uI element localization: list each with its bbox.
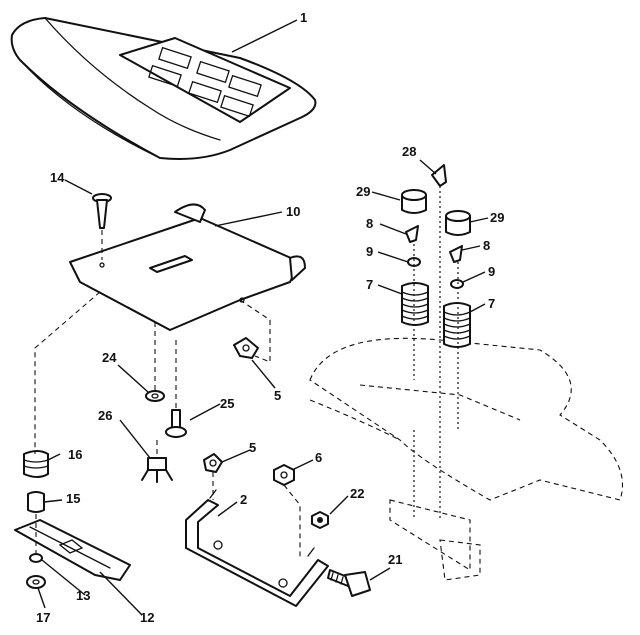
spring-7-left [401, 282, 429, 326]
spring-7-right [443, 302, 471, 348]
callout-2: 2 [240, 492, 247, 507]
callout-8-right: 8 [483, 238, 490, 253]
callout-13: 13 [76, 588, 90, 603]
pin-8-left [405, 225, 419, 243]
seat-pin [92, 193, 112, 229]
spring-16 [23, 450, 49, 478]
tractor-fender-outline [309, 337, 624, 581]
callout-22: 22 [350, 486, 364, 501]
callout-15: 15 [66, 491, 80, 506]
bushing-15 [27, 491, 45, 513]
seat-grip-pad [119, 37, 291, 123]
callout-14: 14 [50, 170, 65, 185]
callout-28: 28 [402, 144, 416, 159]
callout-1: 1 [300, 10, 307, 25]
spacer-29-right [445, 210, 471, 236]
callout-21: 21 [388, 552, 402, 567]
callout-5-upper: 5 [274, 388, 281, 403]
callout-24: 24 [102, 350, 117, 365]
spacer-29-left [401, 189, 427, 214]
knob-26 [141, 457, 173, 483]
callout-7-right: 7 [488, 296, 495, 311]
clip-5-lower [203, 453, 223, 473]
leader-lines [37, 19, 489, 616]
washer-24 [145, 390, 165, 402]
callout-29-right: 29 [490, 210, 504, 225]
washer-17 [26, 575, 46, 589]
seat-pan [69, 203, 306, 331]
mounting-bracket [185, 489, 329, 607]
callout-5-lower: 5 [249, 440, 256, 455]
washer-13 [29, 553, 43, 563]
callout-10: 10 [286, 204, 300, 219]
pin-8-right [449, 245, 463, 263]
washer-9-right [450, 279, 464, 289]
slide-rail [14, 519, 131, 581]
bolt-25 [165, 409, 187, 438]
alignment-lines [34, 186, 459, 560]
callout-7-left: 7 [366, 277, 373, 292]
callout-12: 12 [140, 610, 154, 625]
callout-26: 26 [98, 408, 112, 423]
clip-5-upper [233, 337, 259, 359]
callout-29-left: 29 [356, 184, 370, 199]
nut-6 [273, 464, 295, 486]
callout-6: 6 [315, 450, 322, 465]
callout-9-left: 9 [366, 244, 373, 259]
pin-28 [431, 164, 447, 187]
callout-8-left: 8 [366, 216, 373, 231]
callout-16: 16 [68, 447, 82, 462]
callout-labels: 1 10 14 24 25 26 5 5 6 2 22 21 16 15 13 … [36, 10, 504, 625]
seat [10, 17, 317, 160]
callout-9-right: 9 [488, 264, 495, 279]
callout-25: 25 [220, 396, 234, 411]
callout-17: 17 [36, 610, 50, 625]
bolt-21 [327, 569, 371, 597]
nut-22 [311, 511, 329, 529]
